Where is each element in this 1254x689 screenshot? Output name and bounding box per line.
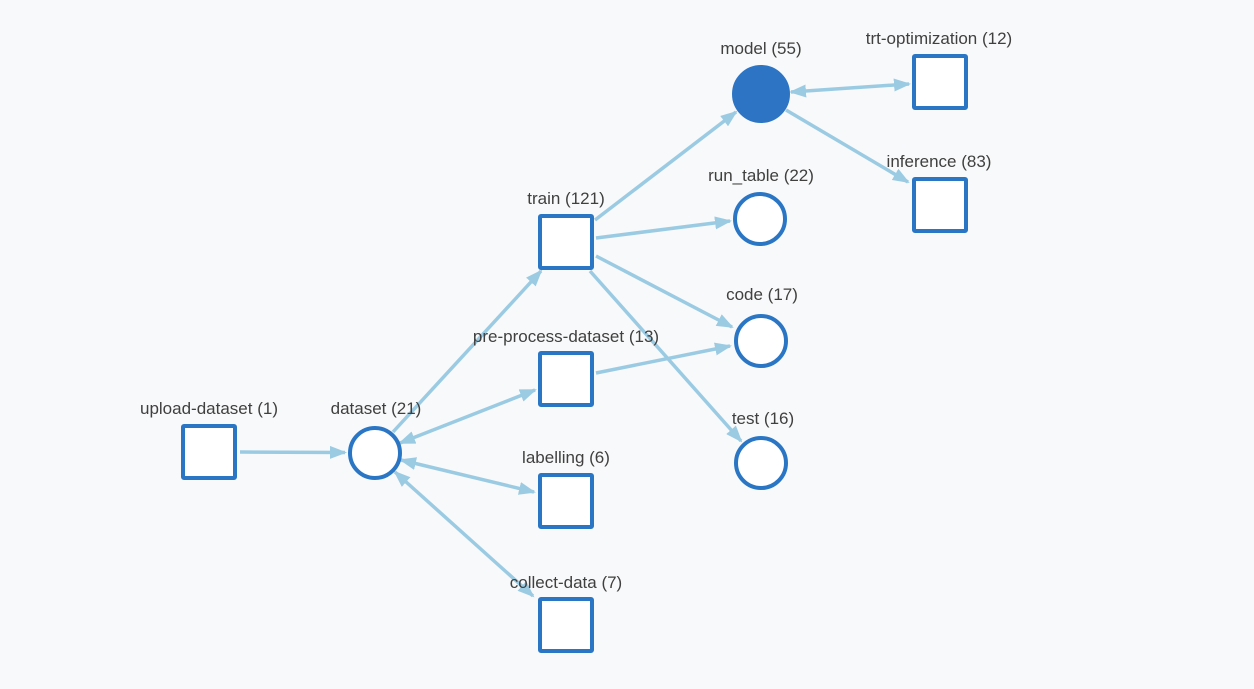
train-label: train (121) xyxy=(527,189,604,208)
node-dataset[interactable]: dataset (21) xyxy=(331,399,422,480)
test-shape xyxy=(734,436,788,490)
trt-optimization-label: trt-optimization (12) xyxy=(866,29,1012,48)
node-model[interactable]: model (55) xyxy=(720,39,802,123)
run_table-shape xyxy=(733,192,787,246)
test-label: test (16) xyxy=(732,409,794,428)
labelling-shape xyxy=(538,473,594,529)
pre-process-dataset-shape xyxy=(538,351,594,407)
upload-dataset-shape xyxy=(181,424,237,480)
edge-train-to-run_table xyxy=(595,216,732,240)
edge-model-trt-optimization-bidirectional xyxy=(789,78,911,98)
edge-dataset-to-train xyxy=(391,269,543,434)
dataset-label: dataset (21) xyxy=(331,399,422,418)
node-upload-dataset[interactable]: upload-dataset (1) xyxy=(140,399,278,480)
trt-optimization-shape xyxy=(912,54,968,110)
code-label: code (17) xyxy=(726,285,798,304)
model-shape xyxy=(732,65,790,123)
node-collect-data[interactable]: collect-data (7) xyxy=(510,573,622,653)
node-code[interactable]: code (17) xyxy=(726,285,798,368)
code-shape xyxy=(734,314,788,368)
edge-upload-dataset-to-dataset xyxy=(239,445,347,459)
edge-pre-process-dataset-to-code xyxy=(595,342,732,375)
node-test[interactable]: test (16) xyxy=(732,409,794,490)
nodes-layer: upload-dataset (1) dataset (21) pre-proc… xyxy=(140,29,1012,653)
edge-model-to-inference xyxy=(785,108,910,184)
train-shape xyxy=(538,214,594,270)
dataset-shape xyxy=(348,426,402,480)
edge-train-to-test xyxy=(588,269,743,443)
node-train[interactable]: train (121) xyxy=(527,189,605,270)
collect-data-label: collect-data (7) xyxy=(510,573,622,592)
edge-dataset-labelling-bidirectional xyxy=(399,457,536,495)
node-inference[interactable]: inference (83) xyxy=(887,152,992,233)
edge-train-to-model xyxy=(593,110,738,222)
node-trt-optimization[interactable]: trt-optimization (12) xyxy=(866,29,1012,110)
inference-label: inference (83) xyxy=(887,152,992,171)
edge-dataset-collect-data-bidirectional xyxy=(393,470,535,598)
node-pre-process-dataset[interactable]: pre-process-dataset (13) xyxy=(473,327,659,407)
node-run_table[interactable]: run_table (22) xyxy=(708,166,814,246)
inference-shape xyxy=(912,177,968,233)
edge-dataset-pre-process-dataset-bidirectional xyxy=(398,388,537,445)
upload-dataset-label: upload-dataset (1) xyxy=(140,399,278,418)
edge-train-to-code xyxy=(595,254,734,329)
node-labelling[interactable]: labelling (6) xyxy=(522,448,610,529)
model-label: model (55) xyxy=(720,39,801,58)
edges-layer xyxy=(239,78,911,598)
collect-data-shape xyxy=(538,597,594,653)
labelling-label: labelling (6) xyxy=(522,448,610,467)
run_table-label: run_table (22) xyxy=(708,166,814,185)
pre-process-dataset-label: pre-process-dataset (13) xyxy=(473,327,659,346)
